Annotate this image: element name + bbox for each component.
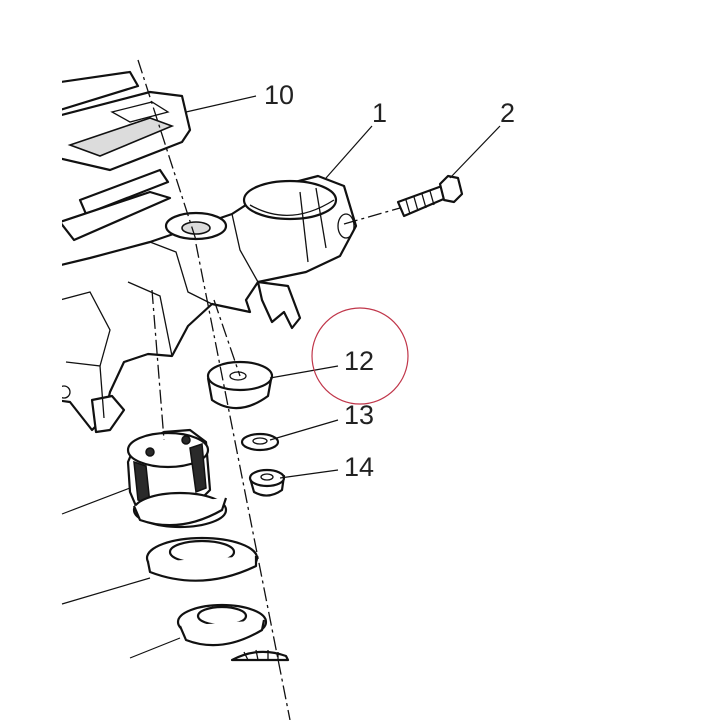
callout-12: 12 <box>344 346 374 376</box>
rubber-bushing-part-12 <box>206 360 274 410</box>
bearing-race-ring <box>145 536 259 582</box>
leader-lines <box>61 95 501 659</box>
assembly-axes <box>137 59 401 720</box>
bolt-part-2 <box>396 174 464 218</box>
bearing-partial <box>230 649 290 662</box>
steering-stem-nut <box>126 428 228 529</box>
washer-part-13 <box>240 432 280 452</box>
callout-1: 1 <box>372 98 387 128</box>
callout-14: 14 <box>344 452 374 482</box>
callout-2: 2 <box>500 98 515 128</box>
callout-10: 10 <box>264 80 294 110</box>
upper-bracket-assembly <box>62 70 358 434</box>
dust-seal <box>176 603 268 647</box>
callout-13: 13 <box>344 400 374 430</box>
highlight-circle <box>311 307 409 405</box>
nut-part-14 <box>248 468 286 497</box>
